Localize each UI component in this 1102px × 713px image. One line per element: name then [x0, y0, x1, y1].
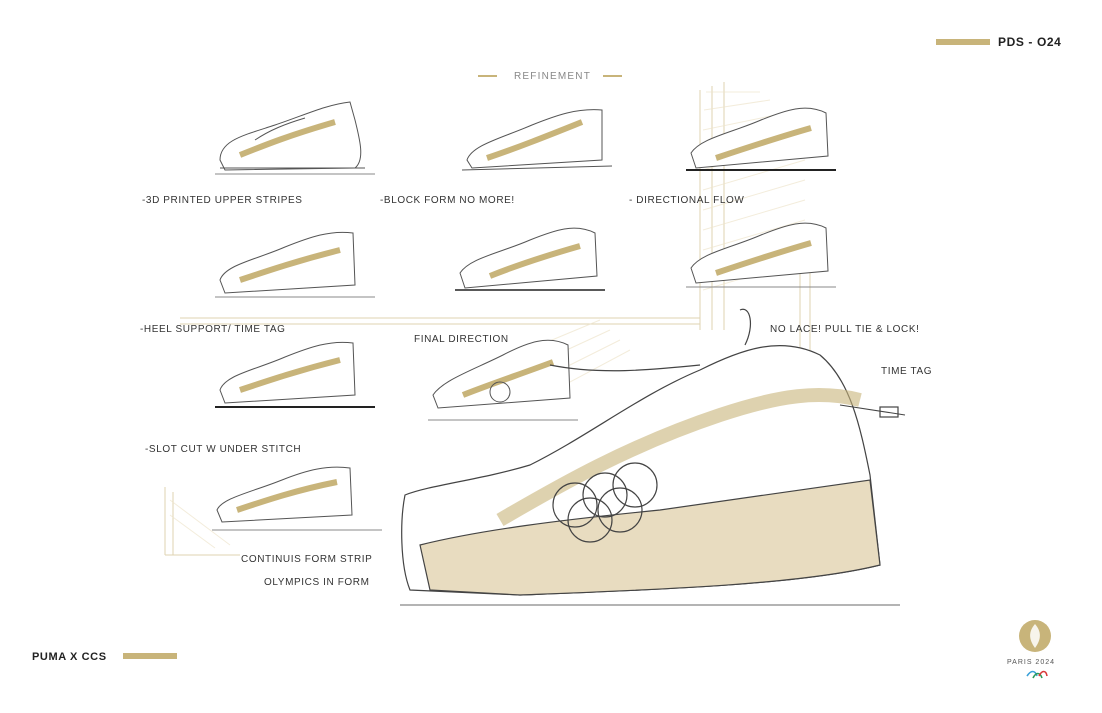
shoe-sketch-7 — [215, 341, 375, 408]
shoe-sketch-5 — [455, 227, 605, 291]
agitos-icon — [1026, 670, 1048, 679]
page-code: PDS - O24 — [998, 35, 1062, 49]
note-olympics-in-form: OLYMPICS IN FORM — [264, 577, 370, 588]
shoe-sketch-1 — [215, 101, 375, 175]
section-title-left-bar — [478, 75, 497, 77]
paris-2024-flame-icon — [1019, 620, 1051, 652]
note-heel-support: -HEEL SUPPORT/ TIME TAG — [140, 324, 286, 335]
section-title: REFINEMENT — [514, 71, 591, 82]
footer-brand: PUMA X CCS — [32, 651, 107, 663]
note-upper-stripes: -3D PRINTED UPPER STRIPES — [142, 195, 303, 206]
logo-text: PARIS 2024 — [1007, 659, 1056, 666]
shoe-sketch-4 — [215, 231, 375, 298]
header-gold-bar — [936, 39, 990, 45]
shoe-sketch-2 — [461, 109, 613, 171]
note-final-direction: FINAL DIRECTION — [414, 334, 509, 345]
hero-shoe-sketch — [400, 308, 906, 606]
shoe-sketch-8 — [212, 466, 382, 531]
note-block-form: -BLOCK FORM NO MORE! — [380, 195, 515, 206]
footer-gold-bar — [123, 653, 177, 659]
note-slot-cut: -SLOT CUT W UNDER STITCH — [145, 444, 302, 455]
note-directional-flow: - DIRECTIONAL FLOW — [629, 195, 745, 206]
shoe-sketch-6 — [686, 222, 836, 288]
note-no-lace: NO LACE! PULL TIE & LOCK! — [770, 324, 920, 335]
note-time-tag: TIME TAG — [881, 366, 933, 377]
shoe-sketch-3 — [686, 107, 836, 171]
section-title-right-bar — [603, 75, 622, 77]
note-continuis-form: CONTINUIS FORM STRIP — [241, 554, 373, 565]
shoe-sketch-final-direction — [428, 339, 578, 421]
